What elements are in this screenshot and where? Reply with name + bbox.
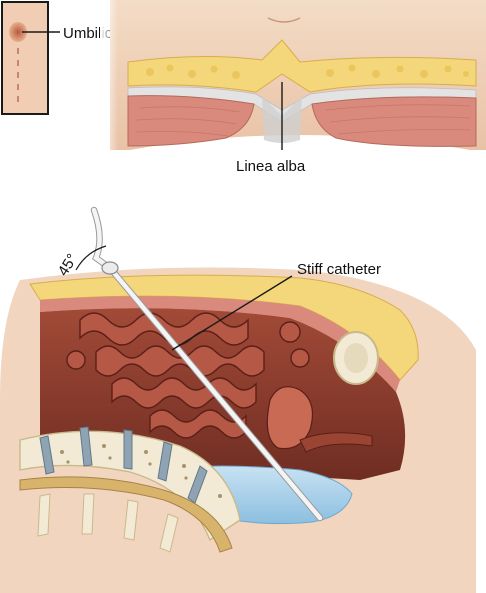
umbilicus-inset-icon — [1, 1, 49, 115]
stiff-catheter — [90, 206, 324, 522]
spine — [19, 426, 241, 553]
angle-arc — [75, 245, 107, 271]
intestine-loops — [66, 312, 310, 439]
umbilicus-mark — [9, 22, 27, 42]
linea-alba-label: Linea alba — [236, 158, 306, 175]
stiff-catheter-label: Stiff catheter — [297, 261, 381, 278]
abdomen-section — [0, 267, 476, 593]
catheter-leader — [171, 275, 293, 351]
linea-alba-section — [100, 0, 486, 160]
